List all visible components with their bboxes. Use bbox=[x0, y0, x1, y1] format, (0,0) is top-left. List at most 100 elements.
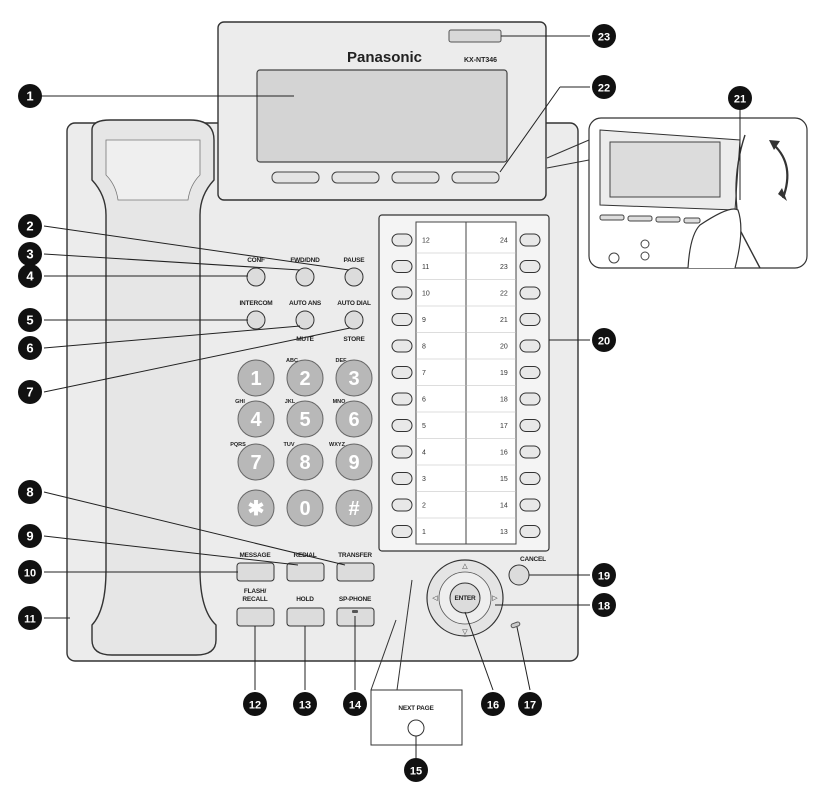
callout-22 bbox=[592, 75, 616, 99]
callout-number: 17 bbox=[524, 700, 536, 712]
co-label-right: 17 bbox=[500, 423, 508, 430]
flash-label: FLASH/ bbox=[244, 588, 267, 595]
key-star[interactable] bbox=[237, 489, 275, 527]
callout-19 bbox=[592, 563, 616, 587]
co-button-19[interactable] bbox=[519, 366, 541, 379]
key-7[interactable] bbox=[237, 443, 275, 481]
message-lamp bbox=[510, 621, 521, 629]
co-label-right: 18 bbox=[500, 397, 508, 404]
key-8-letters: TUV bbox=[284, 442, 295, 448]
co-button-1[interactable] bbox=[391, 525, 413, 538]
co-button-22[interactable] bbox=[519, 286, 541, 300]
callout-number: 16 bbox=[487, 700, 499, 712]
conf-label: CONF bbox=[247, 257, 265, 264]
brand-logo: Panasonic bbox=[347, 49, 422, 66]
cancel-button[interactable] bbox=[508, 564, 530, 586]
co-label-left: 9 bbox=[422, 317, 426, 324]
callout-1 bbox=[18, 84, 42, 108]
redial-button[interactable] bbox=[286, 562, 325, 582]
next-page-button[interactable] bbox=[407, 719, 425, 737]
co-button-5[interactable] bbox=[391, 419, 413, 432]
message-button[interactable] bbox=[236, 562, 275, 582]
fwd-dnd-label: FWD/DND bbox=[290, 257, 320, 264]
co-button-3[interactable] bbox=[391, 472, 413, 485]
co-button-24[interactable] bbox=[519, 233, 541, 247]
co-label-right: 22 bbox=[500, 291, 508, 298]
co-label-left: 7 bbox=[422, 370, 426, 377]
co-label-right: 23 bbox=[500, 264, 508, 271]
transfer-button[interactable] bbox=[336, 562, 375, 582]
intercom-button[interactable] bbox=[246, 310, 266, 330]
co-label-right: 16 bbox=[500, 450, 508, 457]
callout-9 bbox=[18, 524, 42, 548]
auto-ans-button[interactable] bbox=[295, 310, 315, 330]
callout-number: 9 bbox=[26, 529, 33, 544]
key-0[interactable] bbox=[286, 489, 324, 527]
soft-button-4[interactable] bbox=[451, 171, 500, 184]
key-8[interactable] bbox=[286, 443, 324, 481]
sp-phone-indicator bbox=[352, 610, 358, 613]
hold-button[interactable] bbox=[286, 607, 325, 627]
leader-lines bbox=[30, 35, 741, 758]
callout-4 bbox=[18, 264, 42, 288]
callout-7 bbox=[18, 380, 42, 404]
callout-21 bbox=[728, 86, 752, 110]
auto-dial-button[interactable] bbox=[344, 310, 364, 330]
auto-ans-label: AUTO ANS bbox=[289, 300, 322, 307]
co-label-left: 12 bbox=[422, 238, 430, 245]
key-2[interactable] bbox=[286, 359, 324, 397]
key-3[interactable] bbox=[335, 359, 373, 397]
co-button-9[interactable] bbox=[391, 313, 413, 326]
co-label-left: 1 bbox=[422, 529, 426, 536]
co-button-17[interactable] bbox=[519, 419, 541, 432]
callout-number: 20 bbox=[598, 336, 610, 348]
co-label-left: 4 bbox=[422, 450, 426, 457]
handset[interactable] bbox=[91, 119, 217, 656]
soft-button-1[interactable] bbox=[271, 171, 320, 184]
co-button-16[interactable] bbox=[519, 445, 541, 459]
callout-number: 7 bbox=[26, 385, 33, 400]
enter-label: ENTER bbox=[454, 595, 476, 602]
key-4[interactable] bbox=[237, 400, 275, 438]
callout-2 bbox=[18, 214, 42, 238]
incoming-lamp[interactable] bbox=[448, 29, 502, 43]
callout-number: 3 bbox=[26, 247, 33, 262]
key-7-letters: PQRS bbox=[230, 442, 246, 448]
key-hash[interactable] bbox=[335, 489, 373, 527]
soft-button-2[interactable] bbox=[331, 171, 380, 184]
co-button-8[interactable] bbox=[391, 339, 413, 353]
co-button-13[interactable] bbox=[519, 525, 541, 538]
co-button-4[interactable] bbox=[391, 445, 413, 459]
pause-button[interactable] bbox=[344, 267, 364, 287]
co-button-10[interactable] bbox=[391, 286, 413, 300]
co-button-18[interactable] bbox=[519, 392, 541, 406]
co-button-12[interactable] bbox=[391, 233, 413, 247]
key-9[interactable] bbox=[335, 443, 373, 481]
fwd-dnd-button[interactable] bbox=[295, 267, 315, 287]
soft-button-3[interactable] bbox=[391, 171, 440, 184]
co-button-20[interactable] bbox=[519, 339, 541, 353]
co-button-2[interactable] bbox=[391, 498, 413, 512]
callout-number: 6 bbox=[26, 341, 33, 356]
key-1-digit: 1 bbox=[250, 368, 261, 390]
key-6[interactable] bbox=[335, 400, 373, 438]
flash-recall-button[interactable] bbox=[236, 607, 275, 627]
co-button-11[interactable] bbox=[391, 260, 413, 273]
key-0-digit: 0 bbox=[299, 498, 310, 520]
co-button-21[interactable] bbox=[519, 313, 541, 326]
callout-5 bbox=[18, 308, 42, 332]
co-button-15[interactable] bbox=[519, 472, 541, 485]
co-button-6[interactable] bbox=[391, 392, 413, 406]
co-button-14[interactable] bbox=[519, 498, 541, 512]
callout-number: 8 bbox=[26, 485, 33, 500]
callout-number: 21 bbox=[734, 94, 746, 106]
co-button-23[interactable] bbox=[519, 260, 541, 273]
key-6-letters: MNO bbox=[333, 399, 347, 405]
key-1[interactable] bbox=[237, 359, 275, 397]
conf-button[interactable] bbox=[246, 267, 266, 287]
key-5[interactable] bbox=[286, 400, 324, 438]
key-8-digit: 8 bbox=[299, 452, 310, 474]
nav-left-icon: ◁ bbox=[432, 595, 438, 602]
co-button-7[interactable] bbox=[391, 366, 413, 379]
key-9-digit: 9 bbox=[348, 452, 359, 474]
